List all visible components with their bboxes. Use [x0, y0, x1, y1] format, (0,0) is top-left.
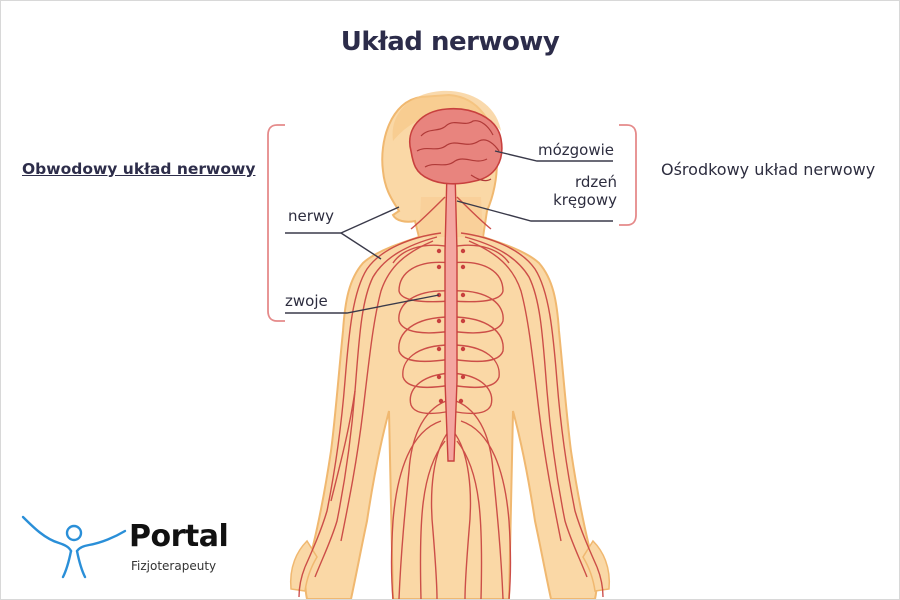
central-bracket — [619, 124, 637, 226]
peripheral-bracket — [267, 124, 285, 322]
brain-leader — [494, 150, 613, 162]
spinal-cord — [436, 170, 466, 462]
nerves-label: nerwy — [288, 207, 335, 225]
portal-logo: Portal Fizjoterapeuty — [19, 513, 249, 583]
central-nervous-system-label: Ośrodkowy układ nerwowy — [661, 160, 876, 179]
leader-lines — [285, 150, 613, 314]
peripheral-nerves — [298, 196, 604, 599]
ganglia-label: zwoje — [285, 292, 328, 310]
brain-label: mózgowie — [538, 141, 615, 159]
diagram-title: Układ nerwowy — [340, 27, 560, 57]
logo-name: Portal — [129, 519, 229, 554]
brain — [408, 107, 503, 185]
spinal-cord-label: rdzeń kręgowy — [537, 173, 617, 209]
ganglia-leader — [285, 294, 440, 314]
nerves-leader-up — [340, 206, 400, 234]
peripheral-nervous-system-label: Obwodowy układ nerwowy — [22, 160, 256, 178]
logo-subtitle: Fizjoterapeuty — [131, 559, 217, 573]
spinal-cord-label-line1: rdzeń — [574, 173, 617, 191]
spinal-cord-leader — [456, 200, 613, 222]
spinal-cord-label-line2: kręgowy — [553, 191, 617, 209]
nerves-leader-down — [340, 232, 382, 260]
person-figure-icon — [21, 515, 127, 579]
